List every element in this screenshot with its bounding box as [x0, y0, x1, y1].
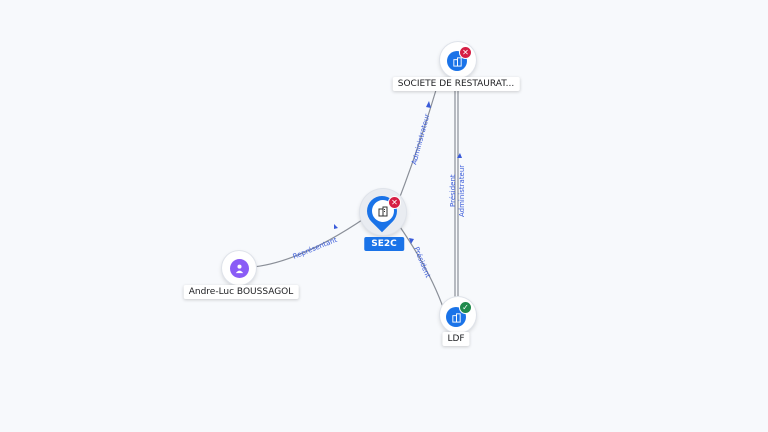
arrow-ldf-societe	[457, 153, 462, 158]
active-badge-icon: ✓	[459, 301, 472, 314]
node-label-andre[interactable]: Andre-Luc BOUSSAGOL	[183, 285, 299, 299]
node-label-se2c[interactable]: SE2C	[364, 237, 404, 251]
node-ldf[interactable]: ✓	[440, 297, 478, 335]
edge-label-ldf-societe-1: Président	[449, 174, 457, 207]
node-label-ldf[interactable]: LDF	[442, 332, 470, 346]
edge-label-se2c-ldf: Président	[412, 246, 432, 280]
edge-se2c-societe	[397, 89, 437, 203]
inactive-badge-icon: ✕	[459, 46, 472, 59]
node-label-societe[interactable]: SOCIETE DE RESTAURAT...	[392, 77, 520, 91]
node-societe[interactable]: ✕	[440, 42, 478, 80]
node-se2c[interactable]: ✕	[360, 189, 408, 251]
arrow-se2c-ldf	[409, 238, 414, 244]
edge-label-andre-se2c: Représentant	[292, 236, 339, 261]
edge-label-se2c-societe: Administrateur	[410, 113, 431, 166]
edge-se2c-ldf	[397, 223, 445, 311]
edge-label-ldf-societe-2: Administrateur	[458, 165, 466, 217]
arrow-se2c-societe	[426, 101, 431, 108]
person-icon	[230, 259, 249, 278]
node-andre[interactable]	[222, 251, 258, 287]
edge-andre-se2c	[252, 217, 366, 268]
inactive-badge-icon: ✕	[388, 196, 401, 209]
arrow-andre-se2c	[334, 224, 338, 229]
